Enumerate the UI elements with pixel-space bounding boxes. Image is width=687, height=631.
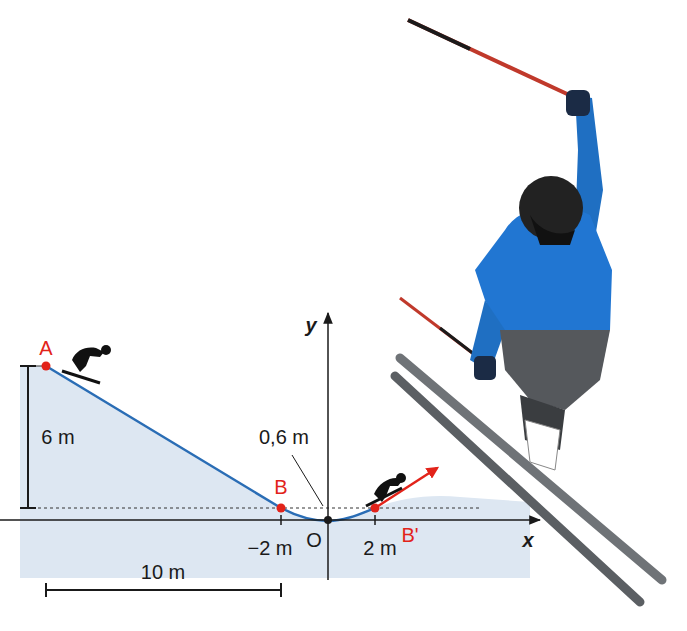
point-name: B': [401, 525, 418, 545]
axis-name: x: [522, 530, 533, 550]
axis-name: y: [305, 315, 316, 335]
point-name: A: [39, 338, 52, 358]
axis-tick: [374, 515, 376, 525]
velocity-arrow: [375, 468, 437, 508]
point-marker: [42, 362, 51, 371]
axis-value: −2 m: [247, 538, 292, 558]
origin-label: O: [306, 530, 322, 550]
dimension-tick: [20, 507, 36, 509]
dimension-label: 0,6 m: [259, 427, 309, 447]
point-name: B: [274, 477, 287, 497]
x-axis: [0, 519, 540, 521]
dimension-tick: [280, 583, 282, 597]
point-marker: [277, 504, 286, 513]
dimension-line: [27, 366, 29, 508]
leader-line: [292, 455, 323, 506]
y-axis: [327, 313, 329, 580]
axis-tick: [280, 515, 282, 525]
point-marker: [371, 504, 380, 513]
slope-profile: [46, 366, 375, 521]
origin-point: [324, 516, 332, 524]
skier-silhouette: [62, 345, 111, 383]
dimension-line: [46, 589, 281, 591]
skier-silhouette: [366, 473, 406, 506]
dimension-tick: [45, 583, 47, 597]
axis-value: 2 m: [363, 538, 396, 558]
reference-line: [20, 508, 480, 509]
dimension-label: 10 m: [141, 562, 185, 582]
dimension-tick: [20, 365, 36, 367]
dimension-label: 6 m: [41, 427, 74, 447]
skier-photo: [395, 20, 662, 602]
